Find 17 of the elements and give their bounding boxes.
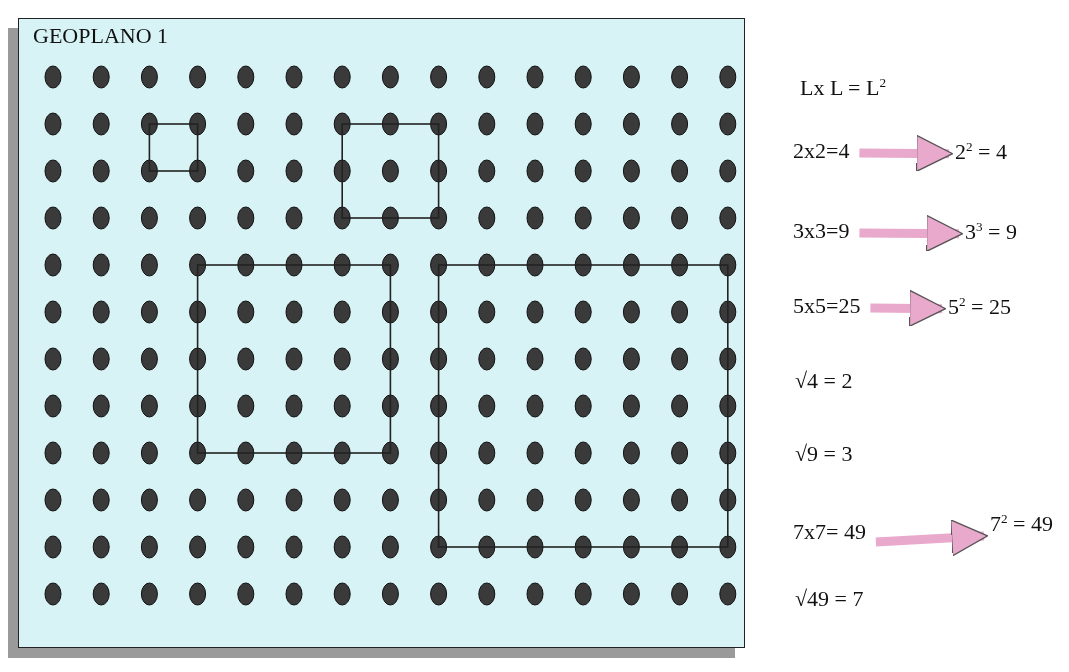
equation: 5$^{2}$ = 25 (948, 295, 1011, 319)
equation: 3x3=9 (793, 220, 850, 242)
arrow (875, 519, 989, 557)
arrow (859, 214, 964, 253)
equation: 3$^{3}$ = 9 (965, 220, 1017, 244)
equation: 2x2=4 (793, 140, 850, 162)
equation: 5x5=25 (793, 295, 861, 317)
equation: √9 = 3 (795, 443, 853, 465)
equation: 7$^{2}$ = 49 (990, 512, 1053, 536)
equation: √49 = 7 (795, 588, 864, 610)
equation: 7x7= 49 (793, 521, 866, 543)
arrow (859, 134, 954, 173)
equation: 2$^{2}$ = 4 (955, 140, 1007, 164)
equation: √4 = 2 (795, 370, 853, 392)
arrow (870, 289, 947, 328)
equation: Lx L = L$^{2}$ (800, 76, 886, 100)
board-title: GEOPLANO 1 (33, 23, 169, 49)
